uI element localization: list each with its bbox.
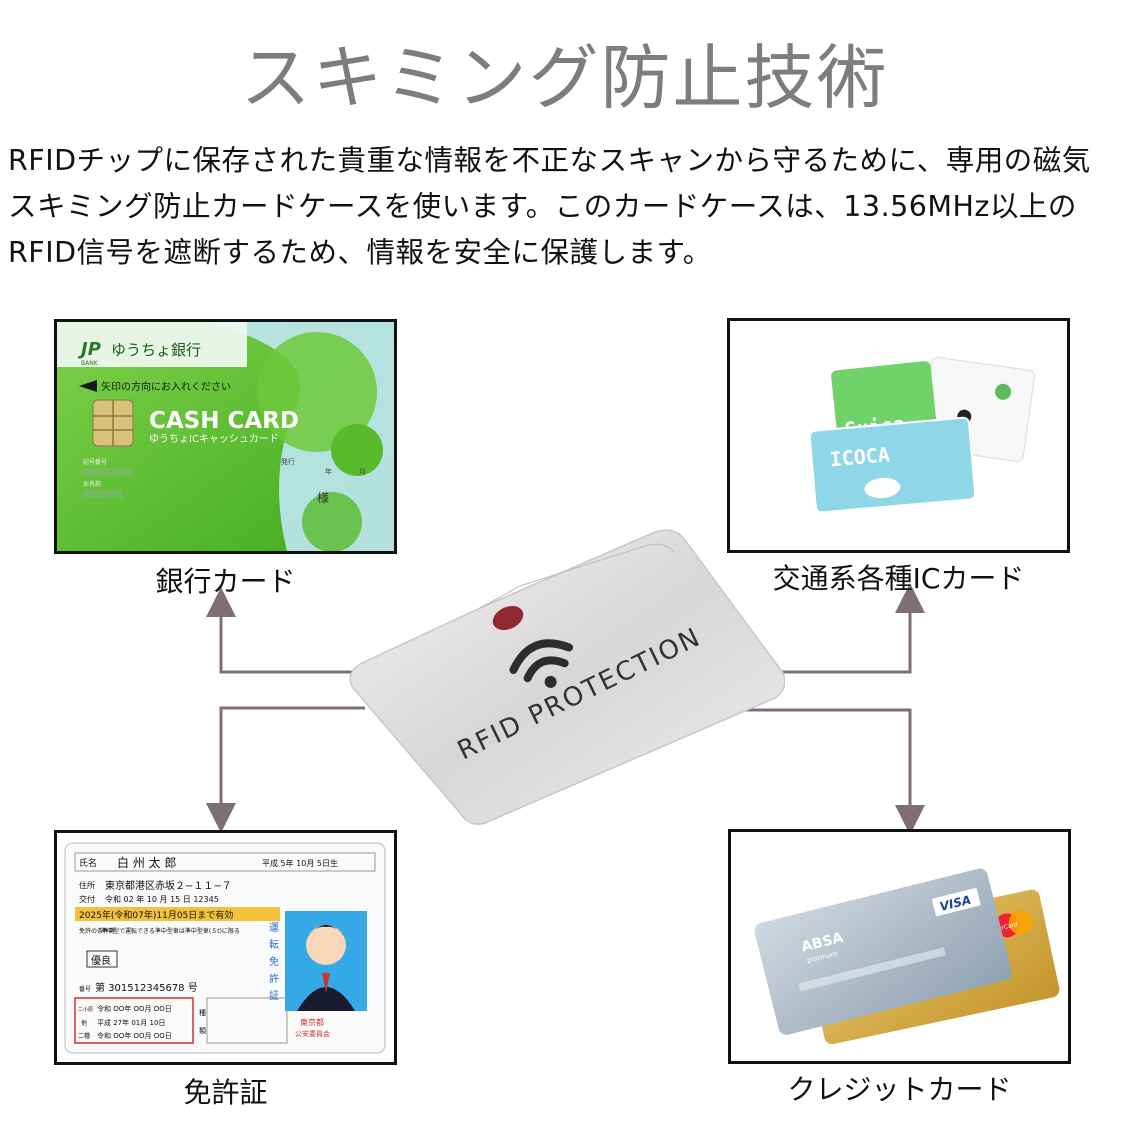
license-cond-head: 免許の条件等: [79, 927, 115, 935]
license-row2-head: 他: [81, 1019, 87, 1027]
license-type-1: 種: [199, 1009, 206, 1017]
license-issue: 令和 02 年 10 月 15 日 12345: [105, 894, 219, 904]
bank-issue: 発行: [281, 457, 295, 466]
description-line: RFID信号を遮断するため、情報を安全に保護します。: [8, 236, 712, 269]
license-image: 氏名 白 州 太 郎 平成 5年 10月 5日生 住所 東京都港区赤坂２−１１−…: [64, 842, 386, 1054]
license-row1: 令和 OO年 OO月 OO日: [97, 1004, 172, 1013]
license-good: 優良: [91, 954, 111, 967]
page-title: スキミング防止技術: [240, 37, 889, 119]
license-conditions: 準中型で運転できる準中型車は準中型車(５t)に限る: [101, 927, 240, 935]
license-label: 免許証: [183, 1076, 268, 1109]
description: RFIDチップに保存された貴重な情報を不正なスキャンから守るために、専用の磁気 …: [8, 138, 1123, 276]
license-type-2: 類: [199, 1026, 206, 1035]
license-row3: 令和 OO年 OO月 OO日: [97, 1031, 172, 1040]
license-name: 白 州 太 郎: [117, 855, 176, 870]
license-address: 東京都港区赤坂２−１１−７: [105, 879, 232, 892]
bank-sama: 様: [317, 491, 329, 505]
arrow-license: [206, 706, 365, 833]
license-vert-1: 運: [269, 922, 279, 934]
bank-month: 月: [359, 468, 366, 476]
license-birth: 平成 5年 10月 5日生: [262, 858, 338, 868]
license-panel: 氏名 白 州 太 郎 平成 5年 10月 5日生 住所 東京都港区赤坂２−１１−…: [54, 830, 397, 1065]
bank-field-name: お名前: [83, 480, 101, 488]
license-num-head: 番号: [79, 986, 91, 993]
license-authority-1: 東京都: [300, 1017, 324, 1027]
license-expiry: 2025年(令和07年)11月05日まで有効: [79, 909, 233, 921]
bank-card-panel: JP BANK ゆうちょ銀行 矢印の方向にお入れください CASH CARD ゆ…: [54, 319, 397, 554]
bank-name: ゆうちょ銀行: [111, 341, 201, 359]
transit-card-image: Suica ICOCA: [808, 356, 1036, 514]
license-addr-head: 住所: [79, 880, 95, 890]
bank-card-label: 銀行カード: [155, 565, 296, 598]
arrow-transit: [780, 583, 925, 674]
license-vert-3: 免: [269, 955, 279, 968]
transit-card-panel: Suica ICOCA: [727, 318, 1070, 553]
bank-year: 年: [325, 467, 332, 476]
description-line: スキミング防止カードケースを使います。このカードケースは、13.56MHz以上の: [8, 190, 1077, 223]
transit-card-label: 交通系各種ICカード: [772, 562, 1025, 595]
credit-card-panel: MasterCard ABSA platinum VISA: [728, 829, 1071, 1064]
bank-card-image: JP BANK ゆうちょ銀行 矢印の方向にお入れください CASH CARD ゆ…: [57, 322, 394, 551]
license-row1-head: 二小原: [78, 1006, 93, 1013]
rfid-sleeve: RFID PROTECTION: [349, 529, 785, 825]
license-vert-2: 転: [269, 939, 279, 951]
bank-logo: JP: [78, 339, 101, 360]
license-row2: 平成 27年 01月 10日: [97, 1018, 165, 1027]
icoca-text: ICOCA: [829, 442, 891, 471]
license-name-head: 氏名: [79, 857, 97, 869]
arrow-credit: [720, 708, 925, 835]
credit-card-image: MasterCard ABSA platinum VISA: [754, 868, 1060, 1045]
license-vert-5: 証: [269, 989, 279, 1002]
bank-insert-text: 矢印の方向にお入れください: [101, 380, 231, 393]
license-authority-2: 公安委員会: [295, 1029, 330, 1038]
bank-card-title: CASH CARD: [149, 408, 299, 434]
bank-card-subtitle: ゆうちょICキャッシュカード: [149, 433, 279, 445]
license-issue-head: 交付: [79, 894, 95, 904]
license-row3-head: 二種: [78, 1032, 90, 1040]
bank-field-number: 記号番号: [83, 458, 107, 466]
credit-card-label: クレジットカード: [787, 1073, 1012, 1106]
bank-logo-sub: BANK: [81, 360, 99, 367]
description-line: RFIDチップに保存された貴重な情報を不正なスキャンから守るために、専用の磁気: [8, 144, 1091, 177]
license-vert-4: 許: [269, 972, 279, 985]
arrow-bank: [206, 587, 365, 674]
license-number: 第 301512345678 号: [95, 981, 198, 994]
